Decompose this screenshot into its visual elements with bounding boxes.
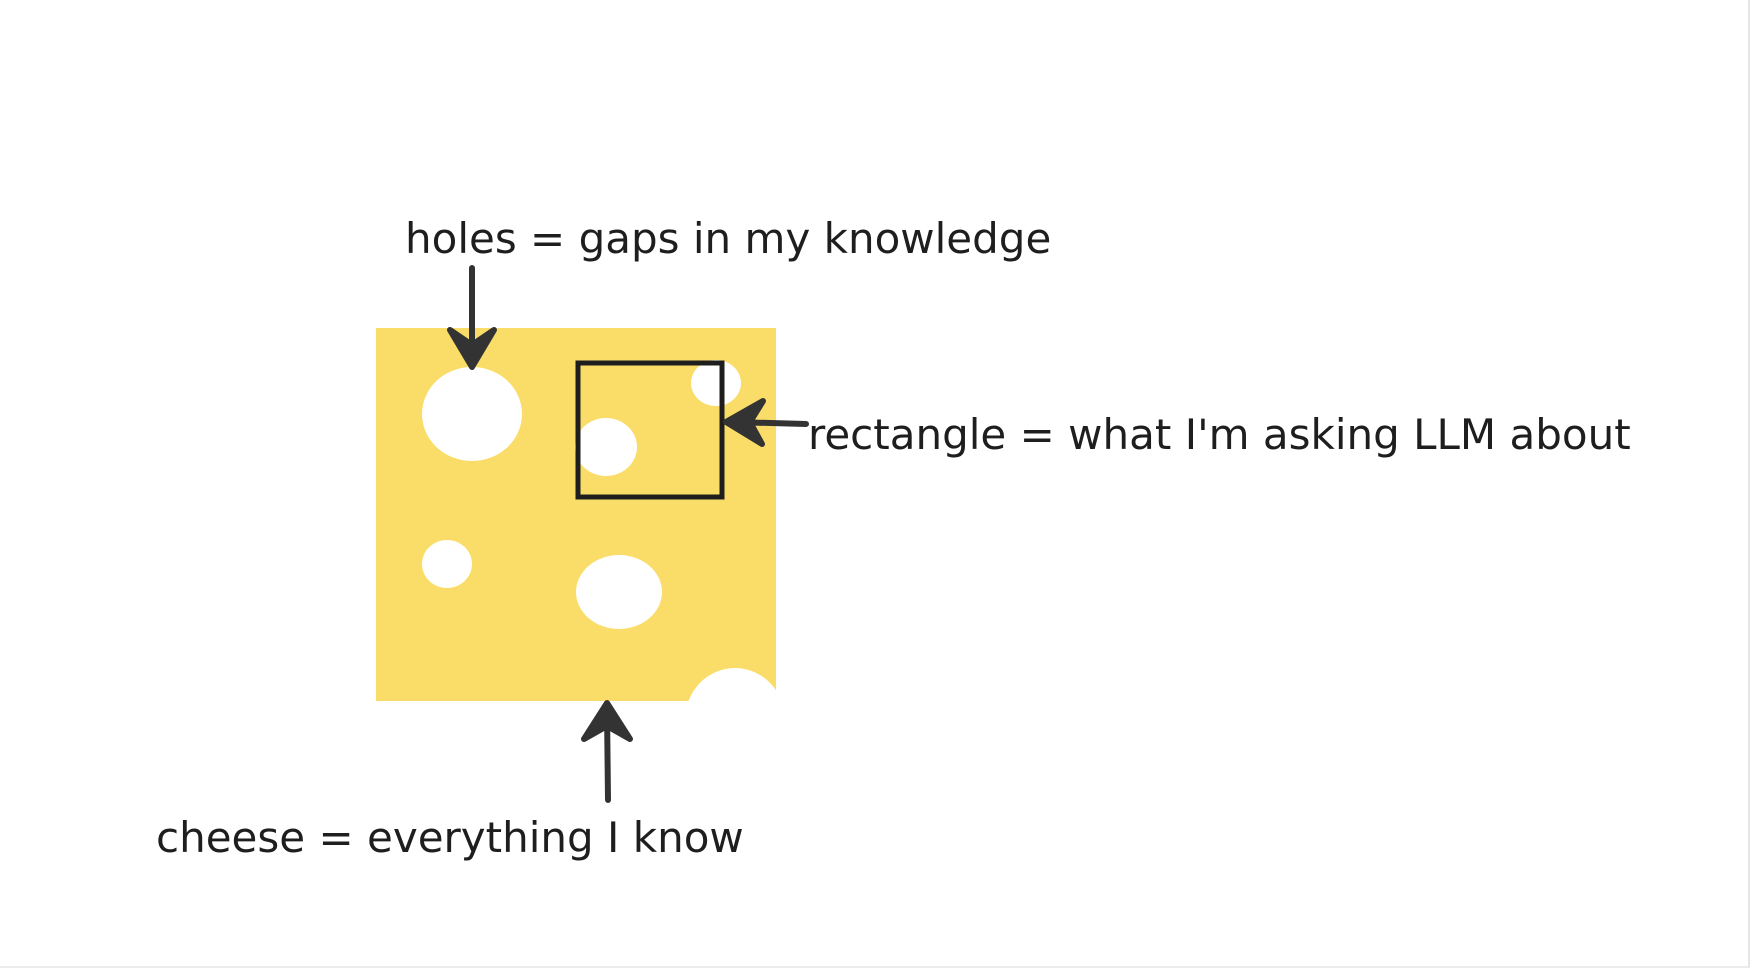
arrow-holes[interactable] xyxy=(447,265,497,370)
cheese-hole xyxy=(422,367,522,461)
arrow-cheese[interactable] xyxy=(581,700,633,803)
arrow-rectangle[interactable] xyxy=(723,398,809,447)
cheese-hole xyxy=(422,540,472,588)
query-rectangle[interactable] xyxy=(575,360,725,500)
cheese-hole-edge xyxy=(688,668,776,701)
cheese-hole xyxy=(575,418,637,476)
cheese-label[interactable]: cheese = everything I know xyxy=(156,813,744,862)
holes-label[interactable]: holes = gaps in my knowledge xyxy=(405,214,1052,263)
cheese-hole xyxy=(691,360,741,406)
cheese-hole xyxy=(576,555,662,629)
rectangle-label[interactable]: rectangle = what I'm asking LLM about xyxy=(808,410,1631,459)
